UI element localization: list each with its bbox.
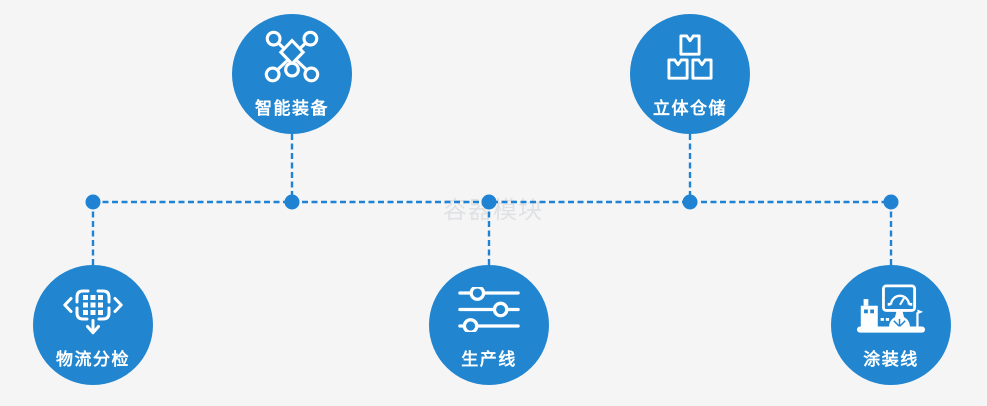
node-label: 涂装线 (863, 350, 919, 370)
network-nodes-icon (261, 29, 323, 87)
node-smart-equipment: 智能装备 (232, 14, 352, 134)
junction-dot (284, 194, 300, 210)
junction-dot (682, 194, 698, 210)
junction-dot (85, 194, 101, 210)
node-production-line: 生产线 (429, 265, 549, 385)
node-label: 物流分检 (56, 350, 130, 370)
node-label: 立体仓储 (653, 99, 727, 119)
control-panel-machine-icon (855, 280, 927, 338)
node-logistics-sorting: 物流分检 (33, 265, 153, 385)
junction-dot (883, 194, 899, 210)
node-painting-line: 涂装线 (831, 265, 951, 385)
node-label: 生产线 (461, 350, 517, 370)
sliders-icon (457, 280, 521, 338)
stacked-boxes-icon (667, 29, 713, 87)
watermark: 容器模块 (443, 196, 543, 224)
node-label: 智能装备 (255, 99, 329, 119)
node-warehouse: 立体仓储 (630, 14, 750, 134)
move-arrows-grid-icon (63, 280, 123, 338)
